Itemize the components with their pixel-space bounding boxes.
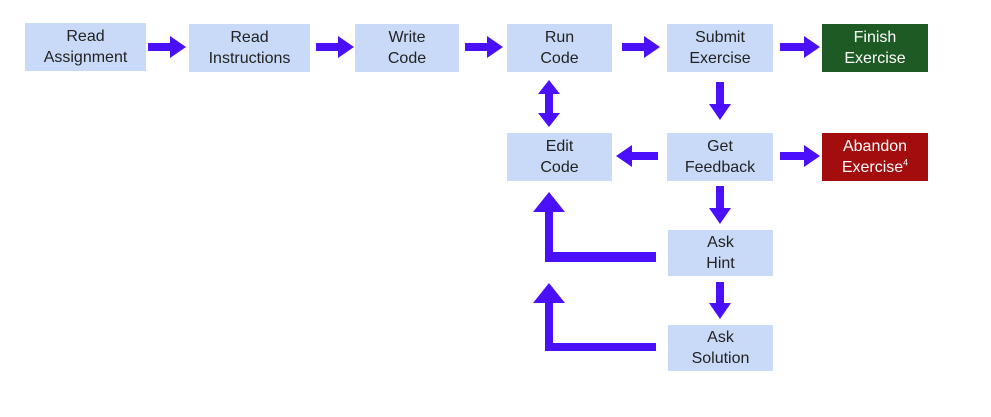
node-ask-hint: Ask Hint <box>668 230 773 276</box>
node-write-code: Write Code <box>355 24 459 72</box>
node-ask-solution-label: Ask Solution <box>691 329 750 367</box>
node-abandon-exercise-text: Abandon Exercise <box>841 138 908 176</box>
node-abandon-exercise: Abandon Exercise4 <box>822 133 928 181</box>
node-get-feedback: Get Feedback <box>667 133 773 181</box>
node-read-assignment: Read Assignment <box>25 23 146 71</box>
node-submit-exercise-label: Submit Exercise <box>689 29 751 67</box>
arrow-read-assignment-to-read-instructions <box>148 36 186 58</box>
footnote-marker: 4 <box>903 157 909 168</box>
node-get-feedback-label: Get Feedback <box>684 138 756 176</box>
node-ask-hint-label: Ask Hint <box>706 234 735 272</box>
arrow-read-instructions-to-write-code <box>316 36 354 58</box>
node-run-code-label: Run Code <box>540 29 579 67</box>
node-edit-code-label: Edit Code <box>540 138 579 176</box>
arrow-run-code-to-submit-exercise <box>622 36 660 58</box>
arrow-submit-exercise-to-finish-exercise <box>780 36 820 58</box>
arrow-submit-exercise-to-get-feedback <box>709 82 731 120</box>
node-read-assignment-label: Read Assignment <box>43 28 128 66</box>
node-finish-exercise-label: Finish Exercise <box>844 29 906 67</box>
arrow-ask-hint-to-edit-code <box>533 192 656 262</box>
arrow-run-code-edit-code-bidirectional <box>538 80 560 127</box>
arrow-write-code-to-run-code <box>465 36 503 58</box>
node-write-code-label: Write Code <box>387 29 427 67</box>
node-submit-exercise: Submit Exercise <box>667 24 773 72</box>
arrow-ask-solution-to-edit-code <box>533 283 656 351</box>
node-read-instructions-label: Read Instructions <box>208 29 291 67</box>
node-run-code: Run Code <box>507 24 612 72</box>
arrow-ask-hint-to-ask-solution <box>709 282 731 319</box>
node-ask-solution: Ask Solution <box>668 325 773 371</box>
arrow-get-feedback-to-edit-code <box>616 145 658 167</box>
node-read-instructions: Read Instructions <box>189 24 310 72</box>
node-finish-exercise: Finish Exercise <box>822 24 928 72</box>
arrow-get-feedback-to-abandon-exercise <box>780 145 820 167</box>
node-abandon-exercise-label: Abandon Exercise4 <box>842 136 908 178</box>
arrow-get-feedback-to-ask-hint <box>709 186 731 224</box>
node-edit-code: Edit Code <box>507 133 612 181</box>
